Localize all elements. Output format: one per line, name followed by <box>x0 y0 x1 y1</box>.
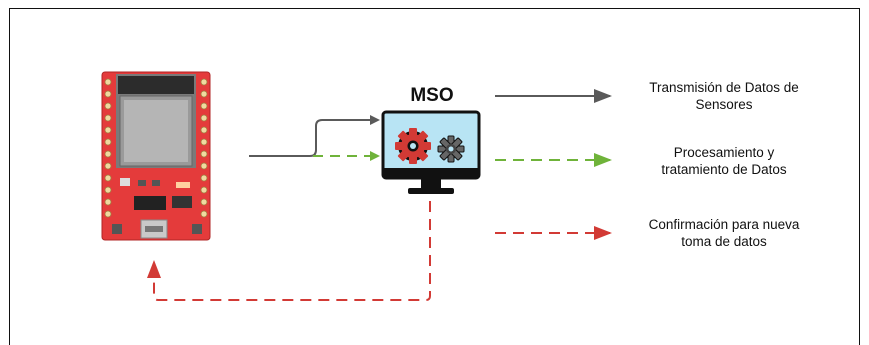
mso-title: MSO <box>390 85 474 107</box>
output-label-confirmacion: Confirmación para nueva toma de datos <box>608 216 840 250</box>
gray-gear-icon <box>438 136 464 162</box>
output-label-line: Sensores <box>608 96 840 113</box>
output-label-line: toma de datos <box>608 233 840 250</box>
esp32-board-icon <box>102 72 210 240</box>
input-gray-arrow <box>249 120 378 156</box>
output-label-line: tratamiento de Datos <box>608 161 840 178</box>
output-label-procesamiento: Procesamiento y tratamiento de Datos <box>608 144 840 178</box>
computer-gears-icon <box>383 112 479 194</box>
output-label-line: Procesamiento y <box>608 144 840 161</box>
red-gear-icon <box>395 128 431 164</box>
output-label-transmision: Transmisión de Datos de Sensores <box>608 79 840 113</box>
output-label-line: Transmisión de Datos de <box>608 79 840 96</box>
output-label-line: Confirmación para nueva <box>608 216 840 233</box>
